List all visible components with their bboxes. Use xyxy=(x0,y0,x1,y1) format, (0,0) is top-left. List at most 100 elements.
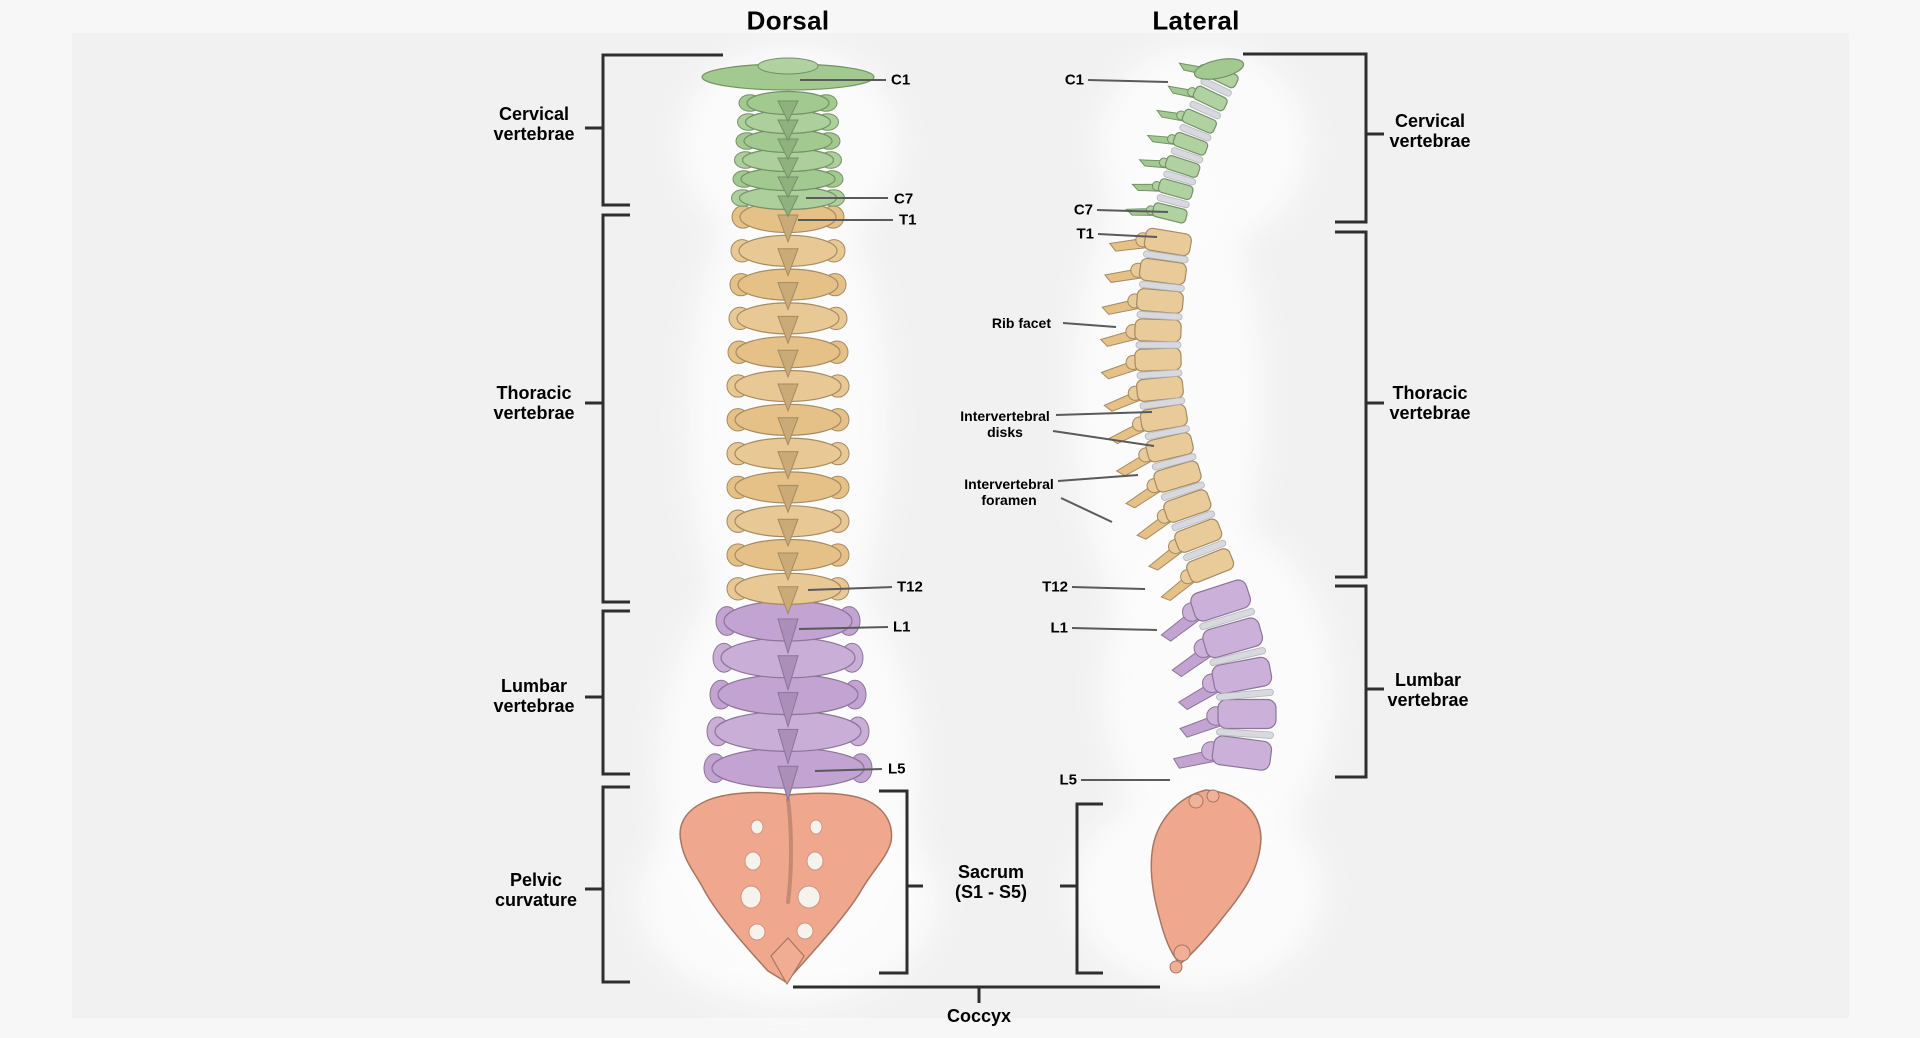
intervertebral-disk xyxy=(1170,147,1204,164)
lateral-marker-intervertebral-foramen: Intervertebral foramen xyxy=(964,476,1053,508)
label-pelvic-curvature: Pelvic curvature xyxy=(495,870,577,910)
vertebra xyxy=(727,336,849,379)
label-line: Sacrum xyxy=(957,862,1025,882)
lateral-marker-l5: L5 xyxy=(1059,771,1077,789)
intervertebral-disk xyxy=(1216,688,1274,701)
leader-line xyxy=(807,586,893,591)
label-line: Thoracic xyxy=(1392,383,1468,403)
vertebra xyxy=(1138,155,1201,178)
vertebra xyxy=(709,673,867,729)
label-line: vertebrae xyxy=(1389,403,1471,423)
vertebra xyxy=(712,637,864,692)
vertebra xyxy=(1099,318,1182,347)
leader-line xyxy=(1097,233,1158,238)
sacral-foramen xyxy=(740,885,762,909)
lateral-spine-illustration xyxy=(1099,58,1277,974)
leader-line xyxy=(1096,209,1169,213)
intervertebral-disk xyxy=(1144,425,1190,440)
dorsal-marker-c1: C1 xyxy=(891,71,911,89)
label-thoracic-vertebrae-left: Thoracic vertebrae xyxy=(493,383,574,423)
region-bracket xyxy=(601,53,723,207)
intervertebral-disk xyxy=(1171,510,1216,531)
label-line: Intervertebral xyxy=(960,408,1050,424)
label-line: Thoracic xyxy=(496,383,572,403)
label-line: vertebrae xyxy=(493,124,575,144)
dorsal-marker-c7: C7 xyxy=(894,190,914,208)
region-bracket xyxy=(1335,584,1368,779)
region-bracket xyxy=(601,785,630,984)
intervertebral-disk xyxy=(1209,647,1267,666)
label-cervical-vertebrae-left: Cervical vertebrae xyxy=(493,104,574,144)
vertebra xyxy=(1136,489,1212,540)
intervertebral-disk xyxy=(1151,453,1197,471)
label-line: Lumbar xyxy=(1394,670,1461,690)
vertebra xyxy=(737,109,839,142)
label-line: Cervical xyxy=(1394,111,1466,131)
leader-line xyxy=(1052,430,1155,447)
vertebra xyxy=(706,710,870,766)
label-lumbar-vertebrae-right: Lumbar vertebrae xyxy=(1387,670,1468,710)
leader-line xyxy=(1055,411,1153,416)
label-line: curvature xyxy=(494,890,578,910)
label-line: Intervertebral xyxy=(964,476,1054,492)
label-line: disks xyxy=(987,424,1023,440)
label-sacrum: Sacrum (S1 - S5) xyxy=(955,862,1027,902)
region-bracket xyxy=(601,213,630,604)
vertebra xyxy=(729,268,847,311)
intervertebral-disk xyxy=(1139,397,1186,410)
lateral-marker-t1: T1 xyxy=(1076,225,1094,243)
vertebra xyxy=(1179,698,1277,738)
sacral-foramen xyxy=(744,851,762,871)
intervertebral-disk xyxy=(1189,100,1221,120)
dorsal-marker-t1: T1 xyxy=(899,211,917,229)
vertebra xyxy=(1146,131,1209,156)
vertebra xyxy=(1104,257,1187,286)
label-line: Pelvic xyxy=(509,870,563,890)
intervertebral-disk xyxy=(1156,194,1190,209)
sacral-foramen xyxy=(750,819,764,835)
vertebra xyxy=(715,600,861,655)
sacral-foramen xyxy=(797,885,821,909)
label-cervical-vertebrae-right: Cervical vertebrae xyxy=(1389,111,1470,151)
label-lumbar-vertebrae-left: Lumbar vertebrae xyxy=(493,676,574,716)
coccyx-lateral xyxy=(1173,944,1191,962)
region-bracket xyxy=(1243,52,1368,224)
vertebra xyxy=(726,403,850,447)
label-line: vertebrae xyxy=(493,696,575,716)
intervertebral-disk xyxy=(1136,310,1183,321)
atlas-lateral xyxy=(1193,58,1245,80)
vertebra xyxy=(1177,656,1273,711)
vertebra xyxy=(732,166,844,199)
intervertebral-disk xyxy=(1143,250,1189,264)
lateral-marker-t12: T12 xyxy=(1042,578,1068,596)
dorsal-marker-l1: L1 xyxy=(893,618,911,636)
vertebra xyxy=(726,538,850,582)
label-line: Lumbar xyxy=(500,676,567,696)
lateral-marker-c1: C1 xyxy=(1064,71,1084,89)
vertebra xyxy=(726,471,850,514)
label-line: vertebrae xyxy=(1389,131,1471,151)
label-line: vertebrae xyxy=(1387,690,1469,710)
vertebra xyxy=(1101,288,1184,315)
intervertebral-disk xyxy=(1163,170,1197,186)
label-line: (S1 - S5) xyxy=(954,882,1028,902)
intervertebral-disk xyxy=(1183,539,1227,562)
label-line: foramen xyxy=(981,492,1037,508)
vertebra xyxy=(1115,432,1194,477)
sacrum-dorsal xyxy=(679,791,893,983)
region-bracket xyxy=(1075,802,1103,975)
vertebra xyxy=(1125,460,1202,509)
dorsal-spine-illustration xyxy=(679,57,893,986)
leader-line xyxy=(1060,497,1113,523)
leader-line xyxy=(1071,586,1146,590)
coccyx-dorsal xyxy=(770,937,805,986)
vertebra xyxy=(1160,548,1235,602)
vertebra xyxy=(1172,735,1273,771)
intervertebral-disk xyxy=(1179,124,1212,142)
vertebra xyxy=(1156,108,1217,134)
vertebra xyxy=(730,234,846,278)
vertebra xyxy=(1167,85,1228,112)
leader-line xyxy=(798,626,889,630)
vertebra xyxy=(1100,347,1182,380)
intervertebral-disk xyxy=(1139,280,1185,293)
